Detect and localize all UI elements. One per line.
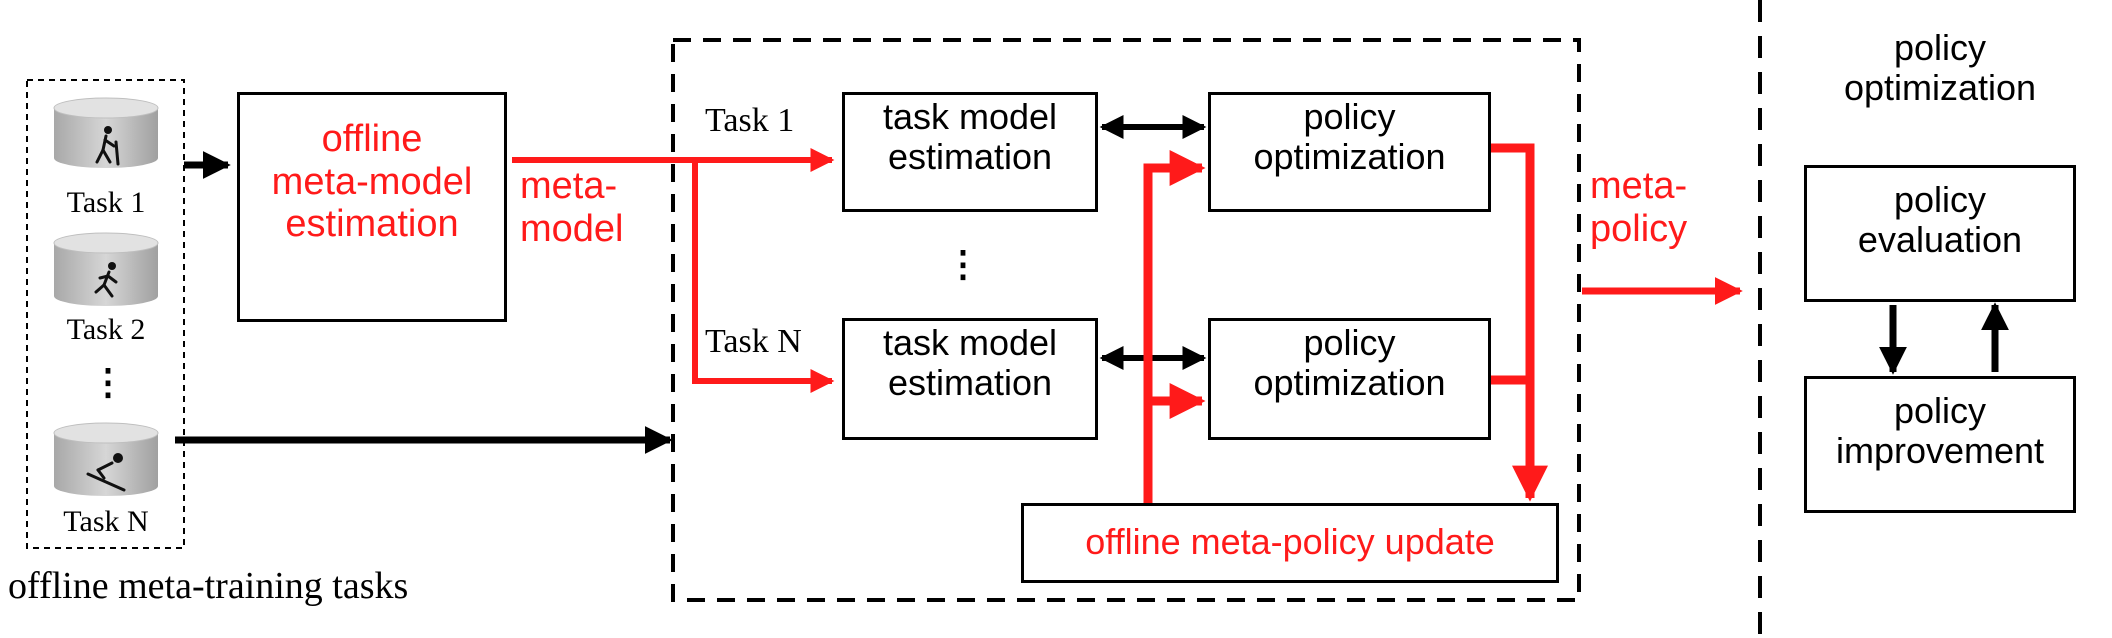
policy-evaluation-box: [1804, 165, 2076, 302]
task2-label: Task 2: [66, 313, 146, 346]
policy-evaluation-label: policy evaluation: [1857, 179, 2023, 261]
meta-policy-edge-label: meta- policy: [1590, 165, 1688, 250]
meta-model-box-label: offline meta-model estimation: [271, 118, 473, 246]
tasks-caption: offline meta-training tasks: [8, 565, 409, 607]
task-model-box-1: [842, 92, 1098, 212]
meta-policy-update-label: offline meta-policy update: [1085, 521, 1495, 562]
meta-learning-frame: [671, 38, 1581, 602]
meta-policy-update-box: [1021, 503, 1559, 583]
policy-opt-box-N-label: policy optimization: [1253, 322, 1446, 404]
hiking-person-icon: [95, 126, 120, 166]
policy-opt-box-1-label: policy optimization: [1253, 96, 1446, 178]
skiing-person-icon: [86, 453, 126, 492]
policy-improvement-label: policy improvement: [1835, 390, 2045, 472]
tasks-ellipsis: ⋮: [90, 362, 126, 402]
policy-optimization-title: policy optimization: [1843, 27, 2037, 109]
taskN-cylinder: [53, 422, 159, 496]
meta-model-edge-label: meta- model: [520, 165, 624, 250]
policy-opt-box-N: [1208, 318, 1491, 440]
task-model-box-N-label: task model estimation: [882, 322, 1058, 404]
policy-to-update-line: [1490, 143, 1548, 502]
taskN-label: Task N: [63, 505, 149, 538]
task-model-box-1-label: task model estimation: [882, 96, 1058, 178]
inner-taskN-label: Task N: [705, 323, 802, 360]
task-model-box-N: [842, 318, 1098, 440]
running-person-icon: [94, 262, 118, 298]
inner-ellipsis: ⋮: [945, 244, 981, 284]
tasks-panel-frame: [26, 79, 185, 549]
meta-model-box: [237, 92, 507, 322]
meta-model-branch: [692, 160, 835, 393]
policy-improvement-box: [1804, 376, 2076, 513]
update-feedback-line: [1143, 150, 1206, 505]
policy-opt-box-1: [1208, 92, 1491, 212]
task1-label: Task 1: [66, 186, 146, 219]
inner-task1-label: Task 1: [705, 102, 795, 139]
task2-cylinder: [53, 232, 159, 306]
